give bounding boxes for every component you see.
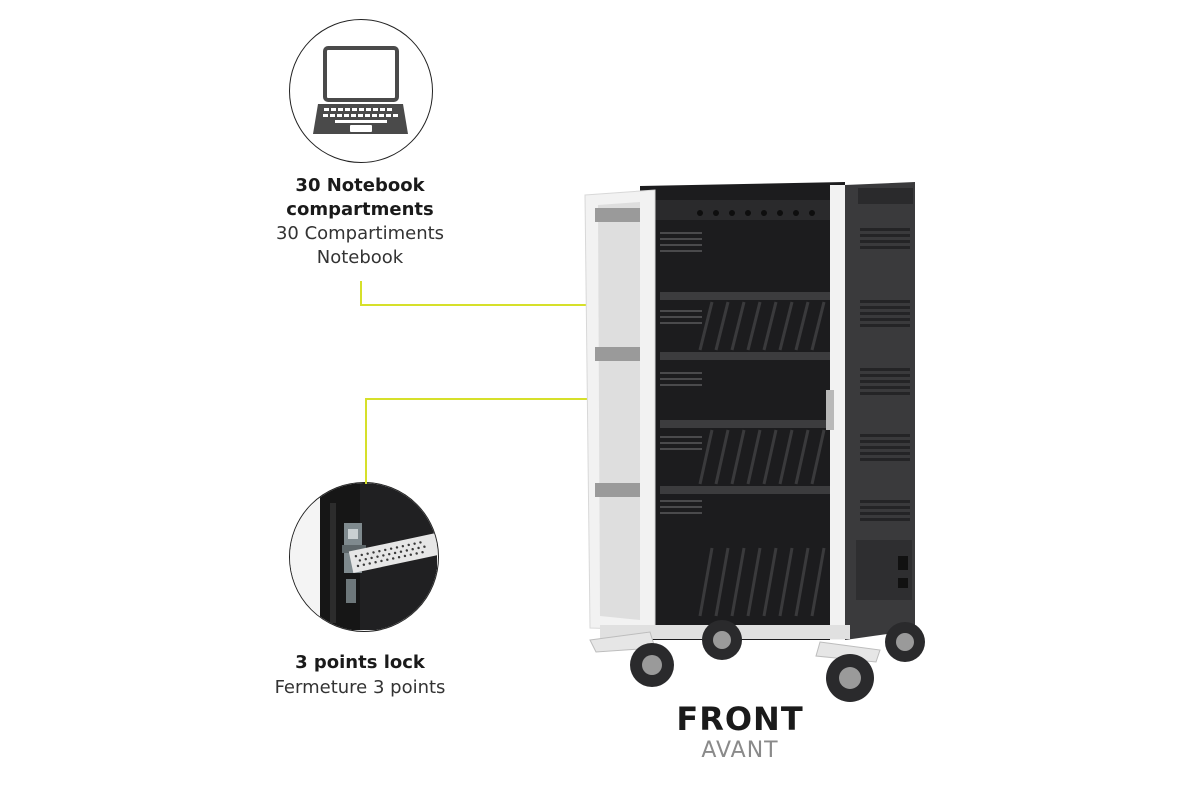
feature-subtitle-compartments: 30 Compartiments Notebook	[250, 222, 470, 270]
charging-cabinet	[584, 182, 925, 702]
feature-title-lock: 3 points lock	[295, 652, 425, 673]
laptop-icon	[313, 46, 408, 134]
view-label: FRONT	[676, 700, 804, 738]
feature-subtitle-line: Notebook	[316, 247, 404, 268]
feature-subtitle-lock: Fermeture 3 points	[274, 677, 446, 698]
laptop-icon-circle	[289, 19, 433, 163]
caster-wheels	[630, 620, 925, 702]
view-sub-label: AVANT	[701, 738, 779, 763]
feature-title-line: compartments	[286, 199, 434, 220]
lock-detail-circle	[289, 482, 439, 632]
feature-title-compartments: 30 Notebook compartments	[250, 174, 470, 222]
feature-title-line: 30 Notebook	[295, 175, 425, 196]
feature-subtitle-line: 30 Compartiments	[275, 223, 445, 244]
